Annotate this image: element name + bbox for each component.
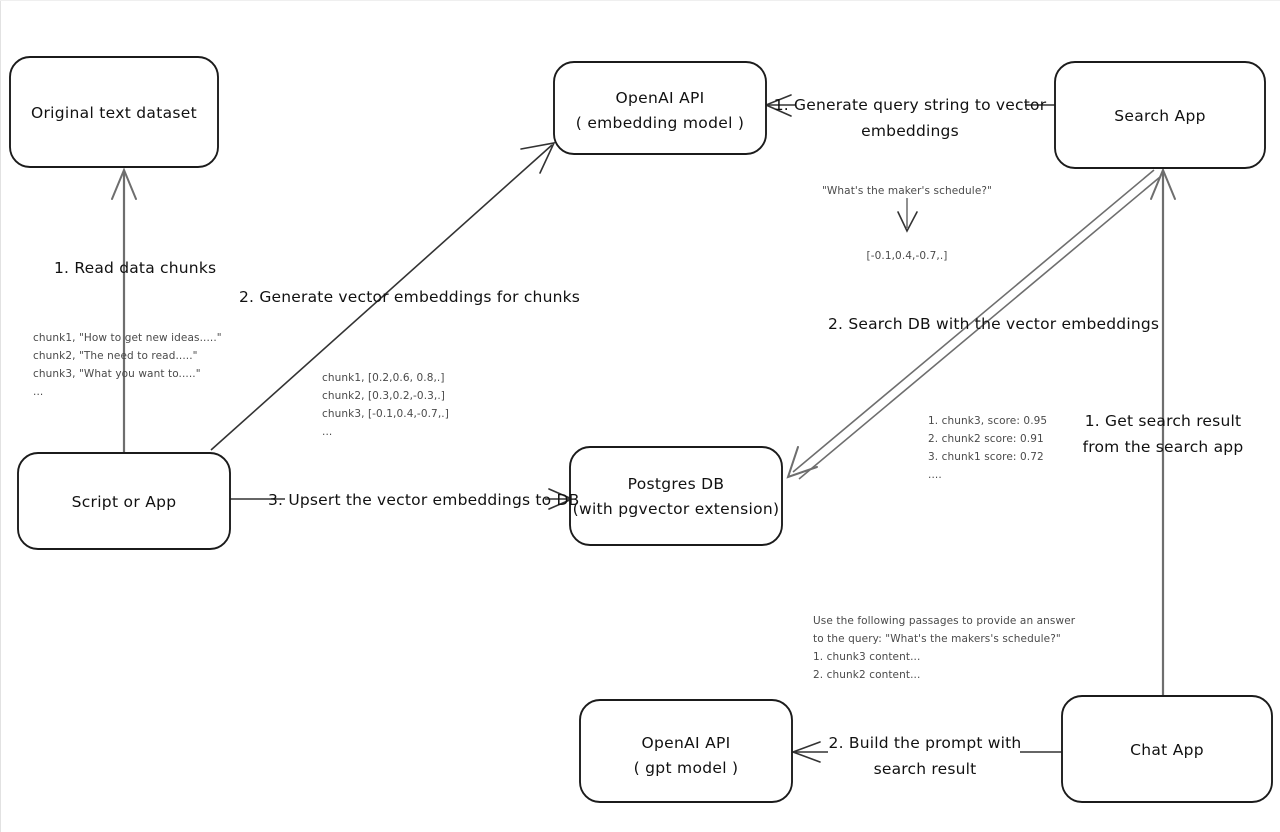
chat-app-box[interactable] (1061, 695, 1273, 803)
canvas-left-border (0, 0, 1, 832)
openai-embedding-box[interactable] (553, 61, 767, 155)
query-vector-text: [-0.1,0.4,-0.7,.] (867, 250, 948, 262)
note-chunk-embeddings: chunk1, [0.2,0.6, 0.8,.] chunk2, [0.3,0.… (322, 372, 449, 438)
postgres-db-label-line2: (with pgvector extension) (573, 500, 780, 518)
note-source-chunks: chunk1, "How to get new ideas....." chun… (33, 332, 222, 398)
chunk-embedding-line-3: chunk3, [-0.1,0.4,-0.7,.] (322, 408, 449, 420)
node-openai-api-gpt[interactable]: OpenAI API ( gpt model ) (579, 699, 793, 803)
search-app-box[interactable] (1054, 61, 1266, 169)
edge-label-generate-vector-embeddings: 2. Generate vector embeddings for chunks (239, 288, 580, 306)
openai-embedding-label-line1: OpenAI API (615, 89, 704, 107)
chunk-embedding-line-1: chunk1, [0.2,0.6, 0.8,.] (322, 372, 445, 384)
original-dataset-label: Original text dataset (31, 104, 197, 122)
prompt-line-4: 2. chunk2 content... (813, 669, 920, 681)
edge-label-generate-query-embeddings-line1: 1. Generate query string to vector (774, 96, 1047, 114)
edge-label-upsert-to-db: 3. Upsert the vector embeddings to DB (268, 491, 579, 509)
node-search-app[interactable]: Search App (1054, 61, 1266, 169)
original-dataset-box[interactable] (9, 56, 219, 168)
script-or-app-box[interactable] (17, 452, 231, 550)
prompt-line-3: 1. chunk3 content... (813, 651, 920, 663)
edge-label-search-db: 2. Search DB with the vector embeddings (828, 315, 1159, 333)
connector-get-search-result (1150, 167, 1176, 695)
edge-label-read-data-chunks: 1. Read data chunks (54, 259, 216, 277)
note-query-example: "What's the maker's schedule?" [-0.1,0.4… (822, 185, 992, 262)
connector-build-prompt (790, 741, 1062, 763)
source-chunk-line-3: chunk3, "What you want to....." (33, 368, 201, 380)
openai-embedding-label-line2: ( embedding model ) (576, 114, 745, 132)
edge-label-generate-query-embeddings-line2: embeddings (861, 122, 959, 140)
node-original-text-dataset[interactable]: Original text dataset (9, 56, 219, 168)
prompt-line-2: to the query: "What's the makers's sched… (813, 633, 1061, 645)
postgres-db-label-line1: Postgres DB (628, 475, 725, 493)
openai-gpt-label-line1: OpenAI API (641, 734, 730, 752)
openai-gpt-label-line2: ( gpt model ) (634, 759, 739, 777)
connector-search-db (786, 169, 1161, 480)
search-result-line-3: 3. chunk1 score: 0.72 (928, 451, 1044, 463)
script-or-app-label: Script or App (72, 493, 177, 511)
prompt-line-1: Use the following passages to provide an… (813, 615, 1076, 627)
search-result-line-2: 2. chunk2 score: 0.91 (928, 433, 1044, 445)
search-app-label: Search App (1114, 107, 1205, 125)
edge-label-get-search-result-line1: 1. Get search result (1085, 412, 1242, 430)
connector-generate-vector-embeddings (210, 141, 556, 451)
chunk-embedding-line-2: chunk2, [0.3,0.2,-0.3,.] (322, 390, 445, 402)
node-openai-api-embedding[interactable]: OpenAI API ( embedding model ) (553, 61, 767, 155)
note-prompt-example: Use the following passages to provide an… (813, 615, 1076, 681)
openai-gpt-box[interactable] (579, 699, 793, 803)
edge-label-build-prompt-line2: search result (874, 760, 977, 778)
edge-label-get-search-result-line2: from the search app (1083, 438, 1244, 456)
node-chat-app[interactable]: Chat App (1061, 695, 1273, 803)
source-chunk-line-4: ... (33, 386, 43, 398)
postgres-db-box[interactable] (569, 446, 783, 546)
connector-query-to-vector (897, 198, 918, 233)
search-result-line-1: 1. chunk3, score: 0.95 (928, 415, 1047, 427)
search-result-line-4: .... (928, 469, 942, 481)
node-postgres-db[interactable]: Postgres DB (with pgvector extension) (569, 446, 783, 546)
query-string-text: "What's the maker's schedule?" (822, 185, 992, 197)
chunk-embedding-line-4: ... (322, 426, 332, 438)
node-script-or-app[interactable]: Script or App (17, 452, 231, 550)
connector-read-data-chunks (111, 167, 137, 455)
note-search-results: 1. chunk3, score: 0.95 2. chunk2 score: … (928, 415, 1047, 481)
chat-app-label: Chat App (1130, 741, 1204, 759)
source-chunk-line-2: chunk2, "The need to read....." (33, 350, 198, 362)
edge-label-build-prompt-line1: 2. Build the prompt with (829, 734, 1022, 752)
canvas-top-border (0, 0, 1280, 1)
source-chunk-line-1: chunk1, "How to get new ideas....." (33, 332, 222, 344)
